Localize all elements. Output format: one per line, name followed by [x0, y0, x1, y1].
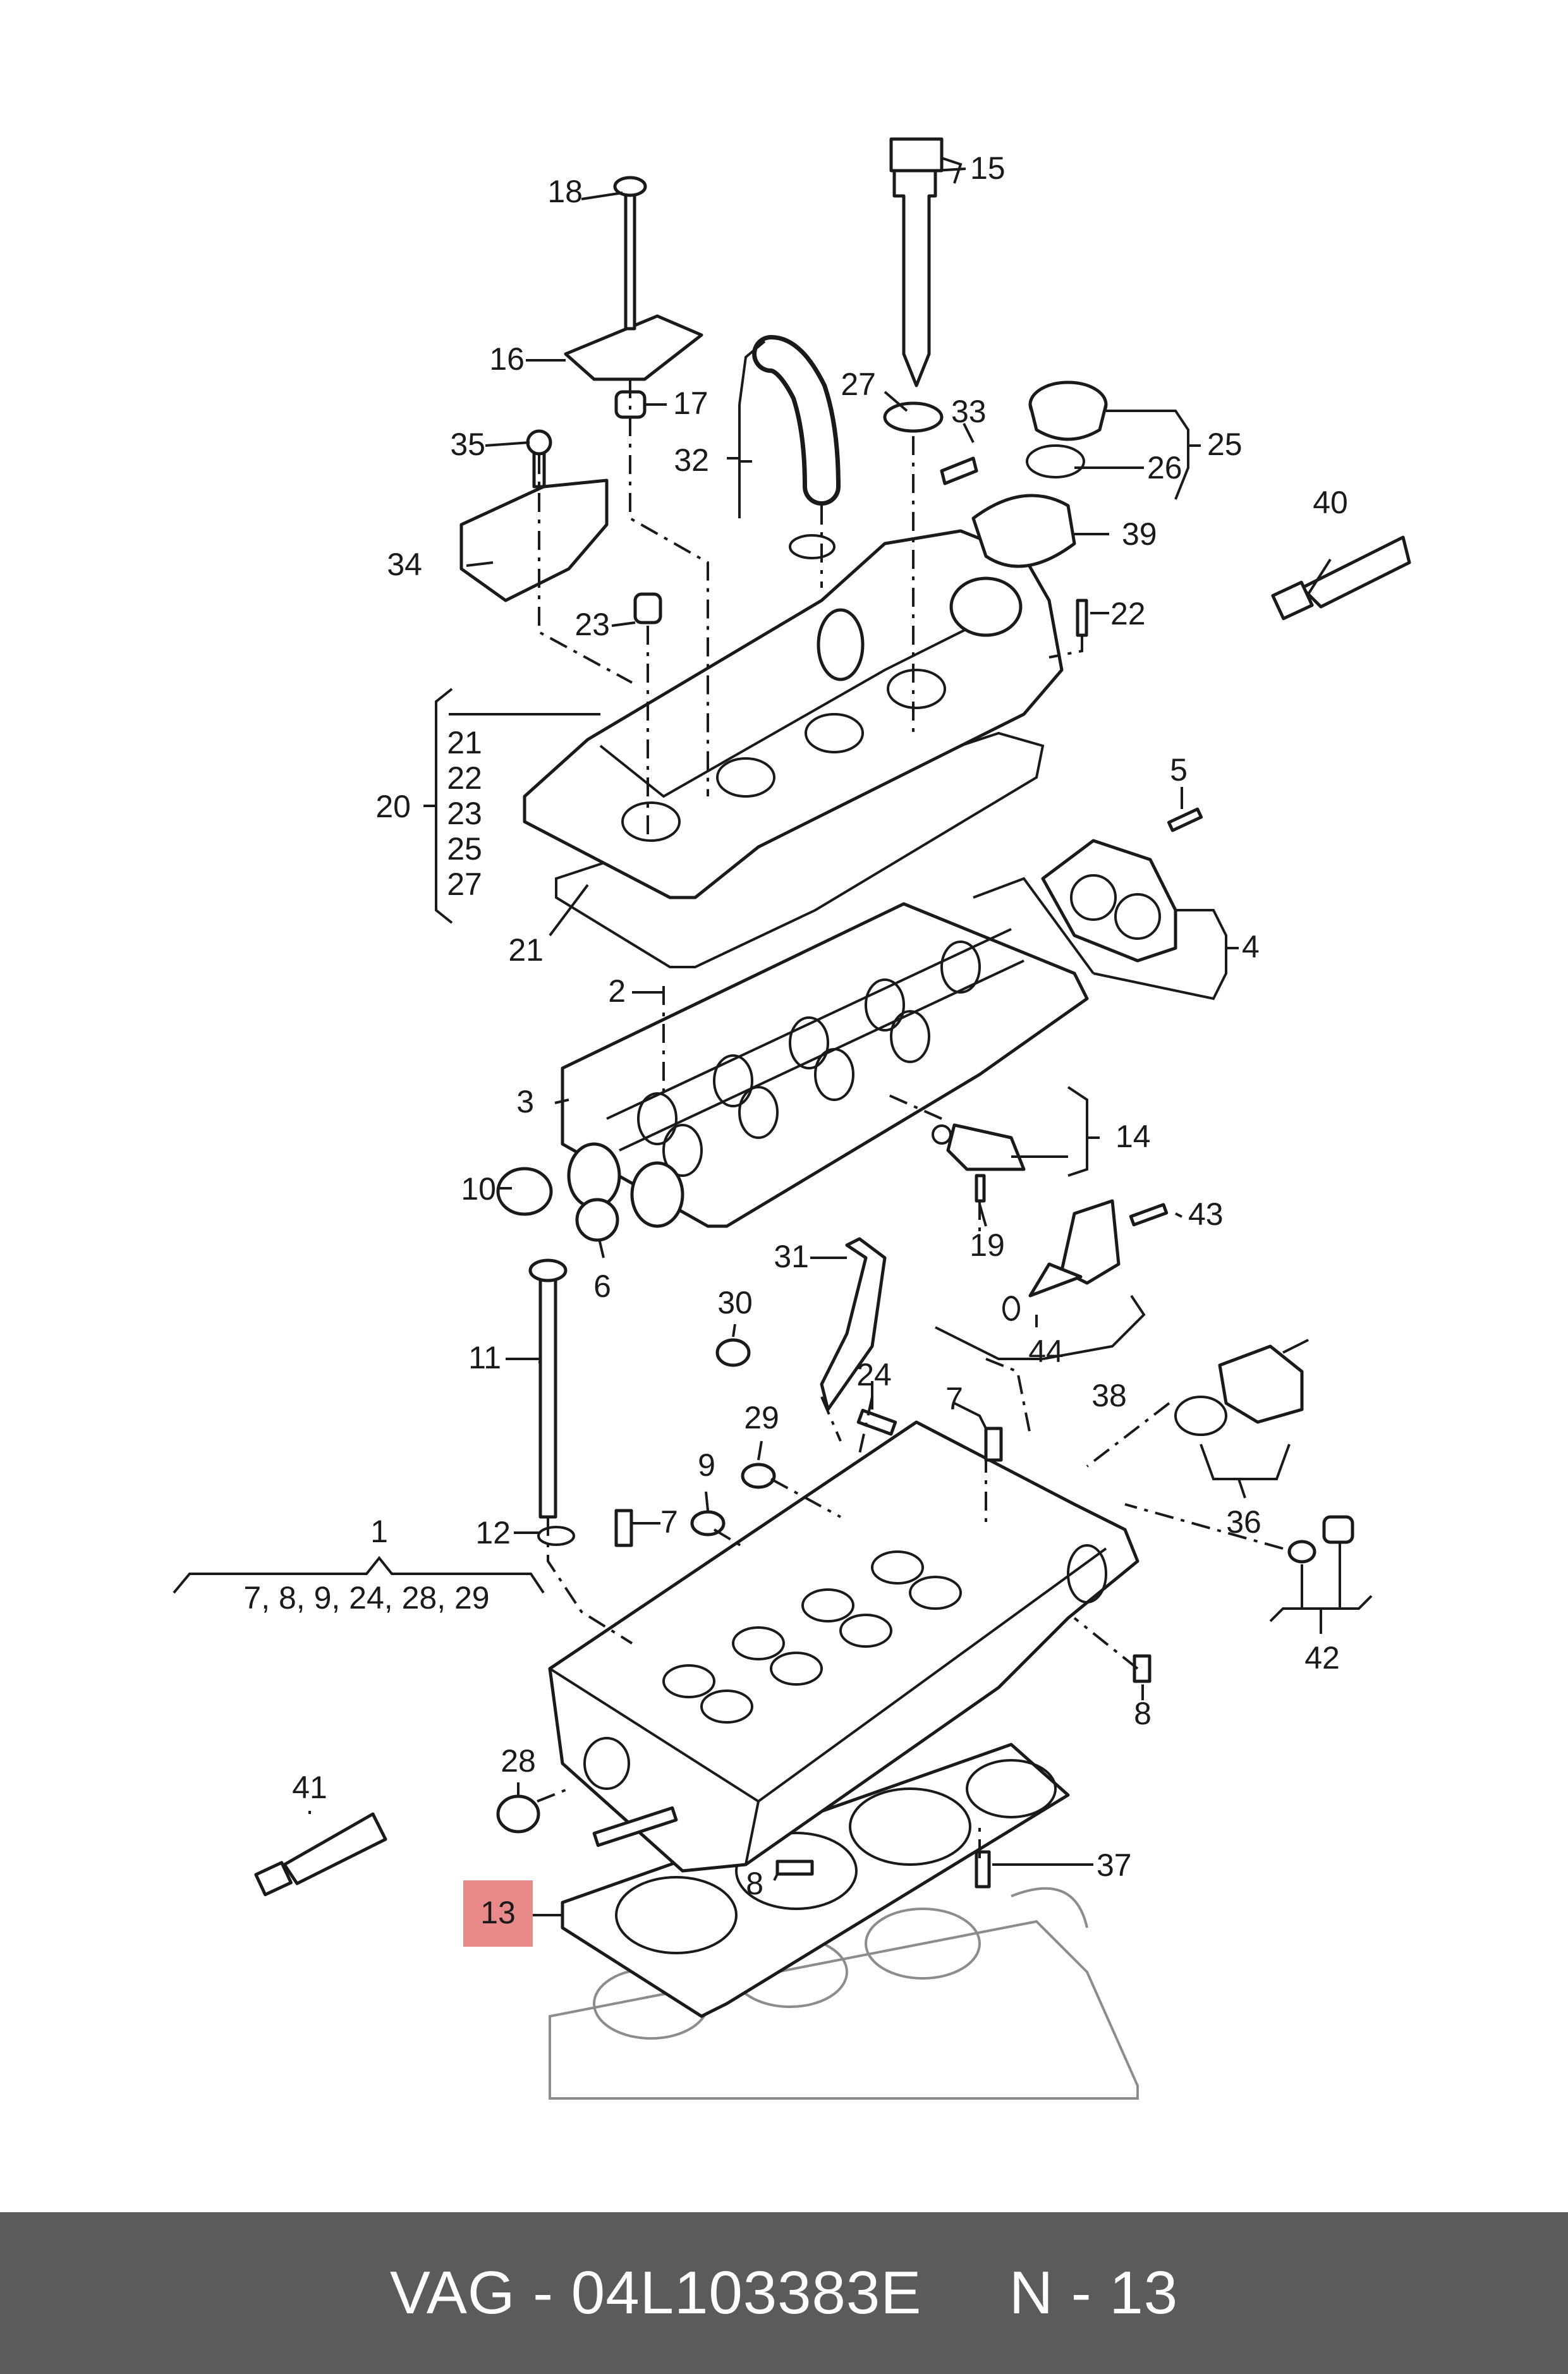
- label-36: 36: [1226, 1504, 1261, 1540]
- label-6: 6: [593, 1269, 611, 1304]
- part-number: VAG - 04L103383E: [389, 2259, 922, 2327]
- label-20-item-3: 23: [447, 796, 482, 831]
- label-7: 7: [945, 1381, 963, 1416]
- label-26: 26: [1147, 450, 1182, 485]
- label-43: 43: [1188, 1196, 1224, 1232]
- exploded-parts-diagram: 18 16 17 35 34 23 15 27 33 32 25 26 39 2…: [173, 137, 1411, 2100]
- cover-plate: [973, 839, 1177, 975]
- label-21: 21: [508, 932, 544, 968]
- label-13: 13: [480, 1895, 516, 1930]
- camshaft-housing: [561, 902, 1089, 1228]
- label-35: 35: [450, 427, 485, 462]
- label-40: 40: [1313, 485, 1348, 520]
- cylinder-head: [548, 1420, 1140, 1873]
- label-14: 14: [1115, 1119, 1151, 1154]
- label-3: 3: [516, 1084, 534, 1119]
- oil-seal: [496, 1167, 553, 1216]
- label-18: 18: [547, 174, 583, 209]
- label-15: 15: [970, 150, 1006, 186]
- label-12: 12: [475, 1515, 511, 1550]
- label-10: 10: [461, 1171, 496, 1207]
- stud: [1133, 1654, 1152, 1683]
- sealant-tube: [254, 1812, 387, 1897]
- label-32: 32: [674, 442, 709, 478]
- label-20-item-5: 27: [447, 867, 482, 902]
- sealant-tube: [1271, 535, 1411, 621]
- label-20-item-4: 25: [447, 831, 482, 867]
- label-25: 25: [1207, 427, 1243, 462]
- label-5: 5: [1170, 752, 1188, 788]
- label-20-item-2: 22: [447, 760, 482, 796]
- cylinder-head-gasket: [561, 1743, 1070, 2018]
- bracket: [459, 429, 662, 624]
- camshaft-sensor: [932, 1123, 1026, 1203]
- label-37: 37: [1097, 1847, 1132, 1883]
- bolt: [1076, 599, 1088, 637]
- assembly-lines: [537, 379, 1284, 1858]
- filler-cap: [971, 380, 1108, 568]
- seal-ring: [690, 1510, 726, 1537]
- tube: [592, 1806, 678, 1847]
- label-30: 30: [717, 1285, 753, 1320]
- label-8: 8: [1134, 1696, 1152, 1731]
- dowel-sleeve: [614, 1509, 633, 1547]
- cylinder-head-bolt: [528, 1258, 575, 1546]
- label-19: 19: [969, 1227, 1005, 1263]
- cylinder-head-cover: [523, 529, 1064, 899]
- temperature-sensor: [1002, 1199, 1169, 1321]
- label-1: 1: [370, 1514, 388, 1549]
- seal-ring: [741, 1463, 776, 1489]
- label-24: 24: [856, 1357, 892, 1392]
- stud: [856, 1408, 897, 1436]
- label-8: 8: [746, 1866, 763, 1901]
- label-9: 9: [698, 1447, 715, 1483]
- cylinder-head-cover-gasket: [555, 731, 1045, 968]
- label-16: 16: [489, 341, 525, 377]
- label-2: 2: [608, 973, 626, 1009]
- label-20-item-1: 21: [447, 725, 482, 760]
- hose-clip: [940, 456, 978, 485]
- page-reference: N - 13: [1009, 2259, 1179, 2327]
- label-7: 7: [660, 1504, 678, 1540]
- vacuum-pump: [1174, 1339, 1309, 1436]
- label-23: 23: [574, 607, 610, 642]
- sensor-wheel: [575, 1198, 619, 1242]
- breather-hose: [752, 335, 841, 559]
- part-number-footer: VAG - 04L103383E N - 13: [0, 2212, 1568, 2374]
- footer-gap: [921, 2258, 1009, 2328]
- label-22: 22: [1110, 596, 1146, 631]
- dowel-sleeve: [984, 1427, 1003, 1462]
- label-33: 33: [951, 394, 987, 429]
- label-20: 20: [375, 789, 411, 824]
- stud: [775, 1860, 814, 1876]
- sealing-plug: [496, 1794, 540, 1834]
- label-31: 31: [774, 1239, 809, 1274]
- seal-ring: [883, 401, 944, 433]
- label-27: 27: [841, 367, 876, 402]
- clamp-and-bolt: [564, 176, 703, 419]
- support-bracket: [715, 1237, 887, 1411]
- label-39: 39: [1122, 516, 1157, 552]
- label-29: 29: [744, 1400, 779, 1435]
- label-42: 42: [1304, 1640, 1340, 1676]
- highlight-box: [463, 1880, 533, 1947]
- bolt: [1167, 807, 1203, 832]
- label-28: 28: [501, 1743, 536, 1779]
- screw-plug: [1322, 1515, 1354, 1544]
- label-17: 17: [673, 386, 708, 421]
- part-labels: 18 16 17 35 34 23 15 27 33 32 25 26 39 2…: [243, 150, 1347, 1930]
- label-38: 38: [1091, 1378, 1127, 1413]
- label-44: 44: [1028, 1334, 1064, 1369]
- label-1-subparts: 7, 8, 9, 24, 28, 29: [243, 1580, 489, 1616]
- label-41: 41: [292, 1770, 327, 1805]
- seal-ring: [1287, 1540, 1316, 1564]
- label-11: 11: [468, 1340, 501, 1375]
- dowel-pin: [975, 1850, 991, 1889]
- label-34: 34: [387, 547, 422, 582]
- leader-lines: [173, 167, 1373, 1916]
- label-4: 4: [1242, 929, 1260, 965]
- injector: [889, 137, 963, 387]
